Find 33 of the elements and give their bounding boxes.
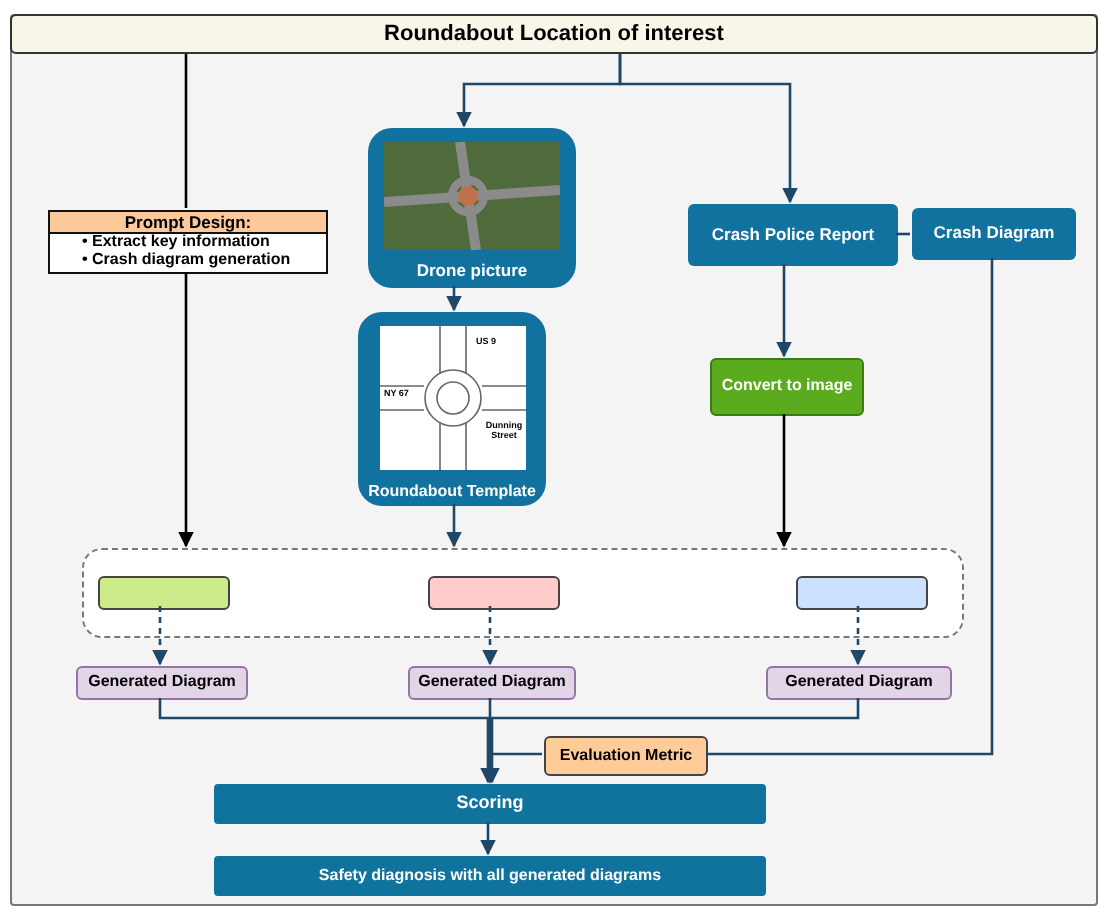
connector-arrow	[776, 414, 792, 548]
connector-arrow	[850, 606, 866, 666]
card-label: Roundabout Template	[368, 484, 536, 502]
connector-arrow	[618, 54, 798, 204]
card-label: Drone picture	[416, 262, 528, 281]
bullet-item: • Extract key information	[82, 234, 272, 252]
connector-arrow	[776, 264, 792, 358]
connector-arrow	[152, 606, 168, 666]
connector-arrow	[482, 606, 498, 666]
process-box: Scoring	[214, 784, 766, 824]
process-box: Crash Diagram	[912, 208, 1076, 260]
card-header: Prompt Design:	[50, 212, 326, 234]
model-box	[428, 576, 560, 610]
connector-arrow	[446, 504, 462, 548]
bullet-item: • Crash diagram generation	[82, 251, 293, 270]
connector-arrow	[446, 286, 462, 312]
output-box: Generated Diagram	[76, 666, 248, 700]
process-box: Evaluation Metric	[544, 736, 708, 776]
output-box: Generated Diagram	[408, 666, 576, 700]
prompt-card	[48, 210, 328, 274]
process-box: Safety diagnosis with all generated diagrams	[214, 856, 766, 896]
process-box: Crash Police Report	[688, 204, 898, 266]
image-card	[368, 128, 576, 288]
connector-arrow	[178, 272, 194, 548]
process-box: Convert to image	[710, 358, 864, 416]
output-box: Generated Diagram	[766, 666, 952, 700]
model-group	[82, 548, 964, 638]
connector-arrow	[480, 822, 496, 856]
model-box	[796, 576, 928, 610]
image-card	[358, 312, 546, 506]
model-box	[98, 576, 230, 610]
location-panel	[10, 14, 1098, 906]
title-band: Roundabout Location of interest	[10, 14, 1098, 54]
